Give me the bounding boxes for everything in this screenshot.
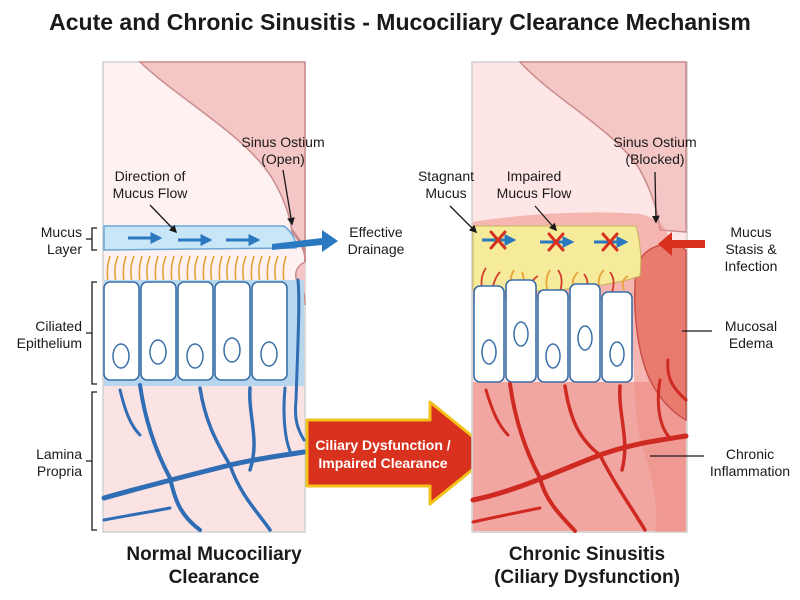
normal-panel bbox=[101, 61, 338, 533]
effective-drainage-line2: Drainage bbox=[347, 241, 405, 257]
mucus-stasis-line2: Stasis & bbox=[725, 241, 777, 257]
sinus-ostium-open-label: Sinus Ostium (Open) bbox=[228, 134, 338, 168]
blocked-flow-crosses bbox=[489, 230, 619, 252]
lamina-propria-label-line1: Lamina bbox=[36, 446, 82, 462]
chronic-blood-vessels bbox=[470, 358, 689, 533]
normal-panel-caption-line1: Normal Mucociliary bbox=[126, 544, 302, 565]
stagnant-mucus-line1: Stagnant bbox=[417, 168, 475, 184]
chronic-panel-caption-line1: Chronic Sinusitis bbox=[508, 544, 666, 565]
normal-cell-nuclei bbox=[112, 337, 278, 369]
transition-label-line2: Impaired Clearance bbox=[318, 455, 448, 471]
chronic-cell-nuclei bbox=[481, 321, 625, 369]
chronic-panel-caption-line2: (Ciliary Dysfunction) bbox=[494, 567, 680, 588]
effective-drainage-line1: Effective bbox=[349, 224, 403, 240]
stagnant-mucus-label: Stagnant Mucus bbox=[408, 168, 484, 202]
impaired-mucus-flow-line1: Impaired bbox=[506, 168, 562, 184]
chronic-pointers bbox=[449, 171, 712, 457]
mucus-stasis-infection-label: Mucus Stasis & Infection bbox=[708, 224, 794, 275]
mucosal-edema-label: Mucosal Edema bbox=[708, 318, 794, 352]
transition-label-line1: Ciliary Dysfunction / bbox=[315, 437, 451, 453]
mucosal-edema-line2: Edema bbox=[728, 335, 774, 351]
transition-arrow bbox=[305, 400, 495, 506]
impaired-mucus-flow-label: Impaired Mucus Flow bbox=[484, 168, 584, 202]
transition-label: Ciliary Dysfunction / Impaired Clearance bbox=[308, 436, 458, 472]
mucus-layer-label-line2: Layer bbox=[46, 241, 82, 257]
chronic-panel bbox=[470, 61, 705, 533]
chronic-inflammation-label: Chronic Inflammation bbox=[704, 446, 796, 480]
normal-blood-vessels bbox=[101, 278, 307, 532]
mucus-flow-direction-line1: Direction of bbox=[114, 168, 186, 184]
mucus-layer-label: Mucus Layer bbox=[8, 224, 82, 258]
mucus-layer-label-line1: Mucus bbox=[40, 224, 82, 240]
mucus-flow-direction-label: Direction of Mucus Flow bbox=[95, 168, 205, 202]
ciliated-epithelium-label-line2: Epithelium bbox=[16, 335, 82, 351]
stagnant-mucus-line2: Mucus bbox=[425, 185, 467, 201]
mucus-stasis-line1: Mucus bbox=[730, 224, 772, 240]
chronic-inflammation-line1: Chronic bbox=[725, 446, 775, 462]
infection-arrow bbox=[658, 232, 705, 256]
lamina-propria-label: Lamina Propria bbox=[8, 446, 82, 480]
normal-panel-caption-line2: Clearance bbox=[168, 567, 260, 588]
mucus-flow-direction-line2: Mucus Flow bbox=[112, 185, 188, 201]
mucus-stasis-line3: Infection bbox=[724, 258, 778, 274]
normal-cilia bbox=[106, 255, 287, 283]
sinus-ostium-open-line2: (Open) bbox=[261, 151, 305, 167]
effective-drainage-label: Effective Drainage bbox=[335, 224, 417, 258]
impaired-mucus-flow-line2: Mucus Flow bbox=[496, 185, 572, 201]
chronic-panel-caption: Chronic Sinusitis (Ciliary Dysfunction) bbox=[462, 543, 712, 589]
sinus-ostium-open-line1: Sinus Ostium bbox=[241, 134, 325, 150]
mucosal-edema-line1: Mucosal bbox=[724, 318, 778, 334]
drainage-arrow bbox=[272, 230, 338, 252]
normal-pointers bbox=[149, 169, 295, 234]
layer-brackets bbox=[86, 227, 97, 531]
sinus-ostium-blocked-label: Sinus Ostium (Blocked) bbox=[600, 134, 710, 168]
page-title: Acute and Chronic Sinusitis - Mucociliar… bbox=[49, 9, 751, 35]
normal-flow-arrows bbox=[128, 232, 261, 246]
ciliated-epithelium-label: Ciliated Epithelium bbox=[8, 318, 82, 352]
chronic-inflammation-line2: Inflammation bbox=[709, 463, 791, 479]
sinus-ostium-blocked-line2: (Blocked) bbox=[625, 151, 685, 167]
sinus-ostium-blocked-line1: Sinus Ostium bbox=[613, 134, 697, 150]
lamina-propria-label-line2: Propria bbox=[36, 463, 82, 479]
mucosal-edema-mass bbox=[634, 243, 687, 422]
ciliated-epithelium-label-line1: Ciliated bbox=[35, 318, 82, 334]
normal-panel-caption: Normal Mucociliary Clearance bbox=[104, 543, 324, 589]
